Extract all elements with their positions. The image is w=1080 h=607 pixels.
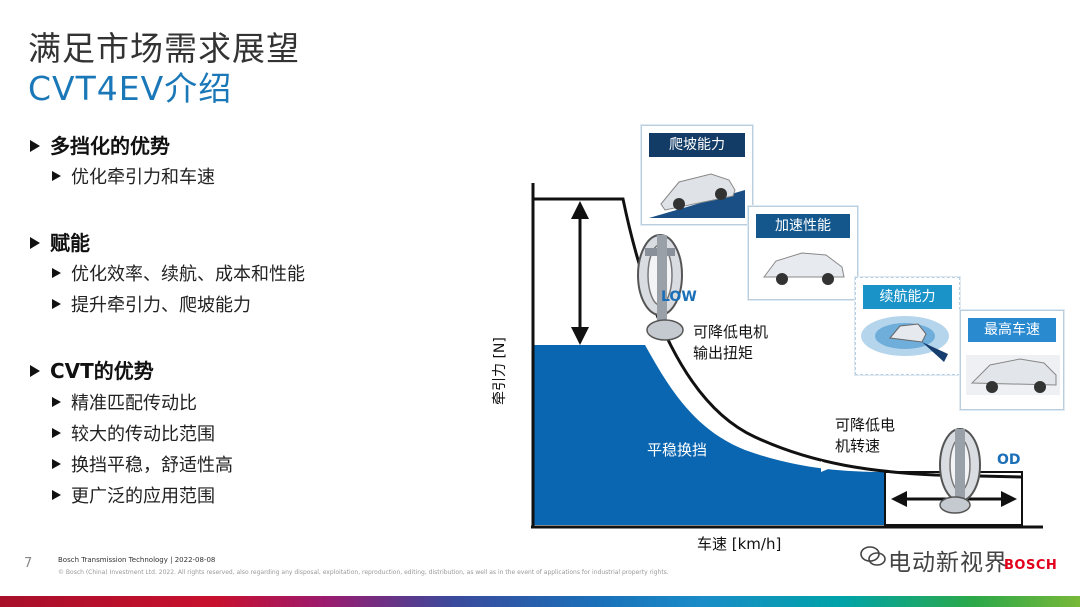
shift-arrow [688,391,826,468]
bullet-triangle-icon [52,268,61,278]
bullet-triangle-icon [30,139,40,152]
card-label: 最高车速 [968,318,1056,342]
od-label: OD [997,452,1021,468]
brand-color-bar [0,596,1080,607]
bullet-item: 提升牵引力、爬坡能力 [52,291,251,317]
arrow-head-icon [571,201,589,219]
bullet-triangle-icon [30,236,40,249]
bullet-item: 精准匹配传动比 [52,389,197,415]
bullet-item: 优化牵引力和车速 [52,163,215,189]
card-top-speed: 最高车速 [960,310,1064,410]
car-speed-icon [966,355,1060,395]
shift-label: 平稳换挡 [647,441,708,459]
bullet-triangle-icon [30,364,40,377]
y-axis-label: 牵引力 [N] [492,337,508,405]
note-low: 可降低电机输出扭矩 [693,323,769,362]
cvt-pulley-icon [637,234,684,341]
x-axis-label: 车速 [km/h] [697,535,782,553]
bosch-logo: BOSCH [1004,558,1058,573]
card-label: 加速性能 [756,214,850,238]
bullet-triangle-icon [52,490,61,500]
bullet-triangle-icon [52,459,61,469]
note-od: 可降低电机转速 [835,416,896,455]
bullet-triangle-icon [52,428,61,438]
traction-area [533,345,885,525]
page-title: 满足市场需求展望 [28,29,300,68]
footer-company: Bosch Transmission Technology | 2022-08-… [58,556,216,564]
cvt-pulley-icon [939,428,981,514]
arrow-head-icon [891,491,907,507]
page-number: 7 [24,556,33,571]
bullet-item: 较大的传动比范围 [52,420,215,446]
bullet-triangle-icon [52,171,61,181]
bullet-triangle-icon [52,397,61,407]
card-climbing: 爬坡能力 [641,125,753,225]
card-label: 爬坡能力 [649,133,745,157]
arrow-head-icon [683,383,695,397]
arrow-head-icon [821,461,833,472]
bullet-heading: 多挡化的优势 [30,130,170,159]
card-label: 续航能力 [863,285,952,309]
footer-copyright: © Bosch (China) Investment Ltd. 2022. Al… [58,569,669,576]
car-icon [763,252,845,285]
bullet-item: 优化效率、续航、成本和性能 [52,260,305,286]
arrow-head-icon [1001,491,1017,507]
wechat-icon [860,546,886,566]
low-label: LOW [661,289,697,305]
traction-diagram [531,183,1043,529]
car-range-icon [861,316,949,362]
bullet-item: 换挡平稳，舒适性高 [52,451,233,477]
bullet-triangle-icon [52,299,61,309]
bullet-heading: 赋能 [30,227,90,256]
card-acceleration: 加速性能 [748,206,858,300]
arrow-head-icon [571,327,589,345]
page-subtitle: CVT4EV介绍 [28,69,233,108]
car-climb-icon [649,173,745,218]
bullet-heading: CVT的优势 [30,355,154,384]
card-range: 续航能力 [855,277,960,375]
bullet-item: 更广泛的应用范围 [52,482,215,508]
watermark: 电动新视界 [888,550,1008,576]
